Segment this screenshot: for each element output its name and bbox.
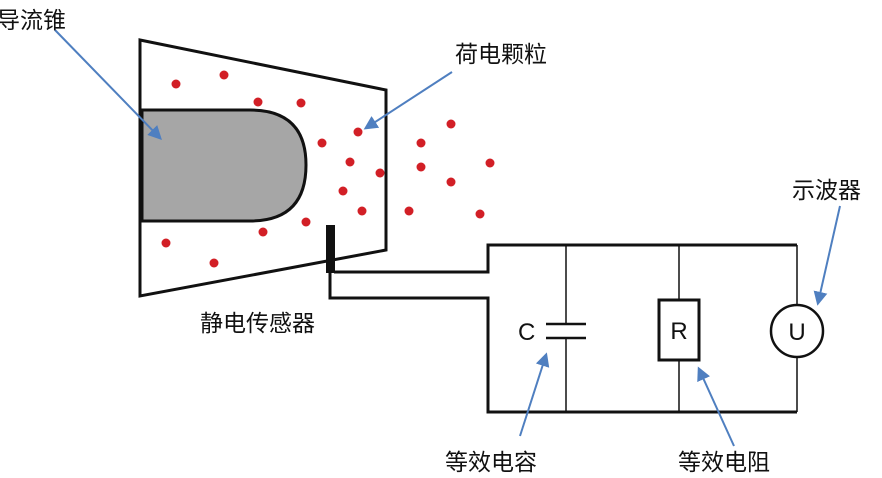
meter-label: U [788,319,805,346]
particle-group [161,70,495,268]
charged-particle [446,177,456,187]
arrow-charged-particles [363,71,453,130]
capacitor-label: C [518,319,535,346]
charged-particle [485,158,495,168]
oscilloscope-meter [769,303,825,359]
charged-particle [317,138,327,148]
arrow-guide-cone [54,29,162,141]
charged-particle [171,79,181,89]
charged-particle [345,157,355,167]
charged-particle [209,258,219,268]
charged-particle [219,70,229,80]
circuit-branches [565,245,798,412]
charged-particle [404,206,414,216]
charged-particle [416,162,426,172]
charged-particle [475,209,485,219]
arrow-equivalent-resistance [697,366,735,447]
charged-particle [357,206,367,216]
label-equivalent-resistance: 等效电阻 [678,450,770,476]
charged-particle [375,168,385,178]
label-oscilloscope: 示波器 [792,178,861,204]
resistor-symbol [657,298,701,362]
sensor-wires [328,243,797,414]
label-equivalent-capacitance: 等效电容 [445,450,537,476]
charged-particle [338,186,348,196]
charged-particle [446,119,456,129]
charged-particle [296,98,306,108]
resistor-label: R [670,318,687,345]
sensor-electrode [326,225,335,273]
label-guide-cone: 导流锥 [0,8,66,34]
label-charged-particles: 荷电颗粒 [455,42,547,68]
charged-particle [253,97,263,107]
charged-particle [301,217,311,227]
charged-particle [258,227,268,237]
label-electrostatic-sensor: 静电传感器 [200,311,315,337]
charged-particle [353,127,363,137]
capacitor-symbol [546,322,586,340]
charged-particle [161,238,171,248]
pointer-arrows [54,29,841,447]
arrow-equivalent-capacitance [519,352,550,437]
arrow-oscilloscope [813,205,841,306]
guide-cone [140,108,308,223]
charged-particle [416,138,426,148]
